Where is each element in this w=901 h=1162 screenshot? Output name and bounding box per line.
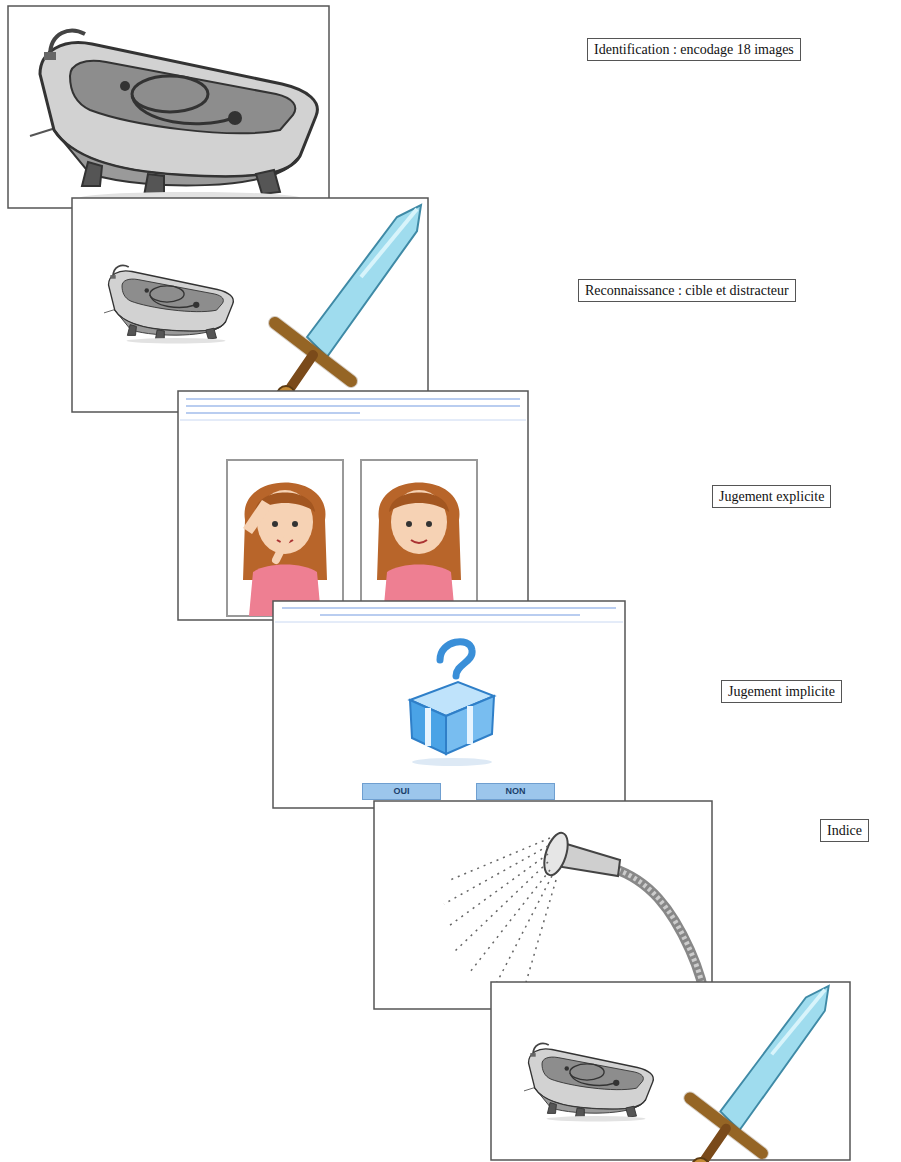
stage-label: Identification : encodage 18 images bbox=[587, 38, 801, 61]
label-text: Reconnaissance : cible et distracteur bbox=[585, 283, 789, 298]
stage-label: Indice bbox=[820, 819, 869, 842]
button-text: OUI bbox=[393, 786, 409, 796]
button-text: NON bbox=[506, 786, 526, 796]
label-text: Jugement explicite bbox=[719, 489, 824, 504]
stage-label: Reconnaissance : cible et distracteur bbox=[578, 279, 796, 302]
label-text: Jugement implicite bbox=[728, 684, 835, 699]
stage-label: Jugement explicite bbox=[712, 485, 831, 508]
answer-button: NON bbox=[476, 783, 555, 800]
label-text: Identification : encodage 18 images bbox=[594, 42, 794, 57]
label-text: Indice bbox=[827, 823, 862, 838]
stage-label: Jugement implicite bbox=[721, 680, 842, 703]
answer-button: OUI bbox=[362, 783, 441, 800]
